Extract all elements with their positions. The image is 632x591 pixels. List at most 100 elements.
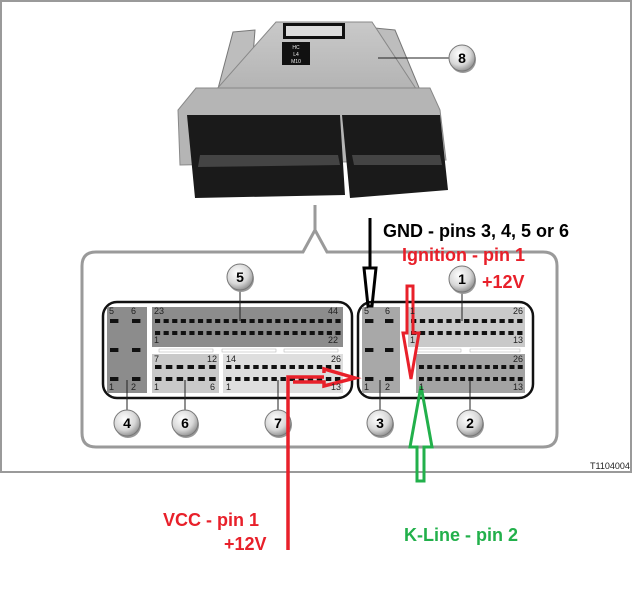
pin-number-label: 26 <box>513 354 524 364</box>
callout-number: 4 <box>123 415 131 431</box>
callout-number: 6 <box>181 415 189 431</box>
pin-number-label: 2 <box>385 382 391 392</box>
pin-number-label: 1 <box>154 335 160 345</box>
pin <box>189 319 195 323</box>
callout-number: 8 <box>458 50 466 66</box>
pin-number-label: 6 <box>210 382 216 392</box>
pin <box>209 365 216 369</box>
pin <box>298 377 305 381</box>
pin <box>301 319 307 323</box>
pin <box>307 377 314 381</box>
pin <box>385 319 394 323</box>
ignition-voltage: +12V <box>482 272 525 292</box>
pin-number-label: 1 <box>154 382 160 392</box>
pin <box>240 331 247 335</box>
pin <box>493 377 499 381</box>
pin <box>301 331 307 335</box>
pin <box>490 319 496 323</box>
pin <box>289 377 295 381</box>
pin <box>206 331 212 335</box>
pin <box>275 331 281 335</box>
diagram-frame <box>0 0 632 473</box>
pin <box>365 348 374 352</box>
pin <box>509 377 515 381</box>
callout-number: 7 <box>274 415 282 431</box>
pin <box>468 377 474 381</box>
gnd-annotation: GND - pins 3, 4, 5 or 6 <box>383 221 570 241</box>
pin <box>262 365 268 369</box>
pin <box>215 319 221 323</box>
pin <box>385 377 394 381</box>
pin <box>197 331 204 335</box>
pin <box>283 319 290 323</box>
pin <box>232 319 238 323</box>
ecu-label-line-3: M10 <box>291 59 301 65</box>
pin <box>244 365 250 369</box>
pin <box>481 319 488 323</box>
pin <box>325 365 332 369</box>
pin <box>275 319 281 323</box>
figure-code: T1104004 <box>590 461 630 471</box>
pin-number-label: 13 <box>331 382 342 392</box>
pin <box>132 319 141 323</box>
pin <box>451 365 457 369</box>
pin <box>365 377 374 381</box>
callout-number: 2 <box>466 415 474 431</box>
pin <box>249 319 255 323</box>
pin <box>292 319 298 323</box>
pin-contacts <box>110 319 523 381</box>
pin <box>446 331 452 335</box>
pin-number-label: 26 <box>513 306 524 316</box>
pin <box>280 377 286 381</box>
pin <box>517 331 523 335</box>
pin-number-label: 26 <box>331 354 342 364</box>
callout-7: 7 <box>264 409 292 438</box>
pin <box>499 331 505 335</box>
pin <box>155 319 161 323</box>
pin <box>262 377 268 381</box>
pin <box>266 319 272 323</box>
pin <box>249 331 255 335</box>
callout-number: 1 <box>458 271 466 287</box>
pin <box>464 319 470 323</box>
pin <box>110 319 119 323</box>
pin-number-label: 6 <box>385 306 391 316</box>
pin-number-label: 1 <box>410 335 416 345</box>
pin <box>226 377 232 381</box>
pin <box>490 331 496 335</box>
pin-number-label: 13 <box>513 382 524 392</box>
ecu-photo: HC L4 M10 <box>177 21 450 198</box>
pin <box>289 365 295 369</box>
pin-number-label: 1 <box>410 306 416 316</box>
pin <box>517 377 523 381</box>
pin <box>258 319 264 323</box>
pin <box>176 365 184 369</box>
pin <box>298 365 305 369</box>
pin-number-label: 1 <box>109 382 115 392</box>
pin <box>437 331 443 335</box>
pin <box>472 331 479 335</box>
pin <box>335 319 341 323</box>
pin <box>180 319 186 323</box>
pin <box>187 377 194 381</box>
pin <box>223 319 229 323</box>
pin <box>283 331 290 335</box>
pin <box>206 319 212 323</box>
callout-6: 6 <box>171 409 199 438</box>
pin <box>132 377 141 381</box>
pin <box>271 377 277 381</box>
pin-number-label: 13 <box>513 335 524 345</box>
kline-arrow <box>408 385 434 483</box>
pin <box>476 365 482 369</box>
pin <box>316 377 323 381</box>
pin-number-label: 7 <box>154 354 160 364</box>
vcc-arrow <box>286 366 362 550</box>
pin <box>501 365 507 369</box>
pin <box>468 365 474 369</box>
pin <box>209 377 216 381</box>
pin <box>334 377 341 381</box>
pin-number-label: 14 <box>226 354 237 364</box>
pin <box>165 377 173 381</box>
vcc-voltage: +12V <box>224 534 267 554</box>
